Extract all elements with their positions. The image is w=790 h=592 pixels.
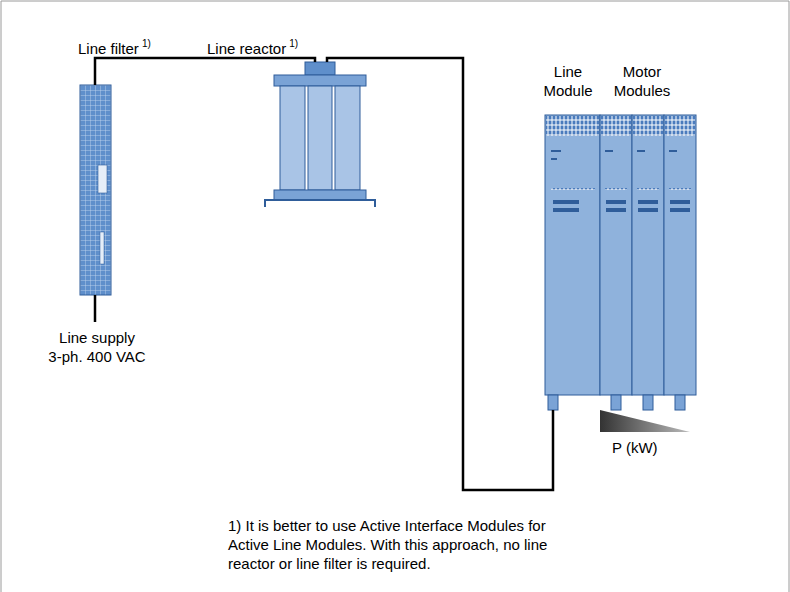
- device-name: Line reactor: [207, 40, 286, 57]
- device-name: Motor Modules: [614, 63, 671, 99]
- supply-label: 3-ph. 400 VAC: [27, 347, 167, 366]
- device-box: Line Module: [545, 115, 600, 410]
- power-cable: [95, 58, 315, 85]
- device-box: Line reactor1): [265, 62, 375, 207]
- footnote-mark: 1): [289, 38, 298, 49]
- line-filter-illustration: [80, 85, 111, 295]
- line-reactor-illustration: [265, 62, 375, 207]
- device-name: Line Module: [543, 63, 592, 99]
- supply-wire: [94, 295, 97, 322]
- power-cable: [327, 58, 553, 490]
- device-name: Line filter: [78, 40, 139, 57]
- device-heading: Line Module: [533, 62, 603, 100]
- power-wedge: [600, 410, 690, 432]
- device-box: Motor Modules: [600, 115, 695, 410]
- device-heading: Motor Modules: [602, 62, 682, 100]
- module-cabinet: [545, 115, 696, 410]
- supply-label: Line supply: [27, 328, 167, 347]
- device-heading: Line filter1): [78, 34, 151, 58]
- footnote-text: 1) It is better to use Active Interface …: [228, 516, 573, 573]
- footnote-mark: 1): [142, 38, 151, 49]
- device-box: Line filter1): [80, 85, 111, 295]
- power-label: P (kW): [612, 438, 658, 457]
- device-heading: Line reactor1): [207, 34, 298, 58]
